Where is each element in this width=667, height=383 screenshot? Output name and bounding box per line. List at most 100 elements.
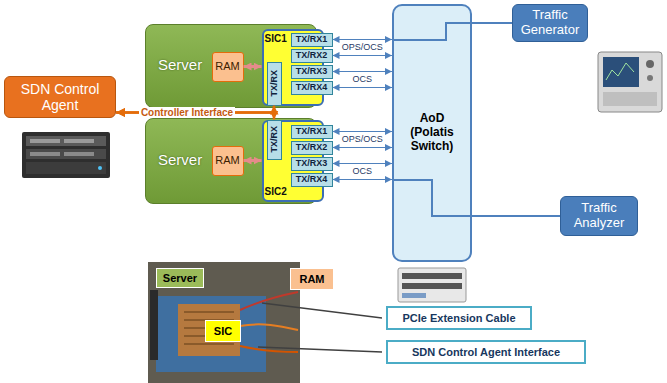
- link-label: OCS: [350, 167, 374, 177]
- node-text: SIC: [214, 325, 232, 338]
- port-box: TX/RX3: [291, 65, 333, 79]
- link-label: Controller Interface: [139, 107, 235, 118]
- node-text: Traffic Generator: [516, 8, 584, 38]
- copper-card: [178, 304, 240, 356]
- node-text: Server: [158, 151, 202, 168]
- instrument-photo: [598, 52, 662, 112]
- drive-slot: [30, 139, 60, 143]
- server-box: ServerRAMSIC2TX/RXTX/RX1TX/RX2TX/RX3TX/R…: [145, 118, 317, 204]
- link-label: OPS/OCS: [340, 43, 385, 53]
- photo-tag: SIC: [205, 320, 241, 342]
- instrument-knob: [647, 75, 653, 81]
- extension-cable: [240, 324, 298, 330]
- node-text: TX/RX1: [296, 34, 328, 44]
- switch-path: [392, 180, 472, 216]
- node-text: SDN Control Agent: [8, 81, 112, 113]
- control-port: TX/RX: [267, 120, 282, 160]
- port-row: [402, 273, 462, 279]
- node-text: PCIe Extension Cable: [402, 312, 515, 325]
- photo-tag: Server: [156, 268, 204, 288]
- node-text: Traffic Analyzer: [564, 201, 634, 231]
- server-bay: [26, 162, 106, 174]
- node-text: TX/RX: [269, 126, 279, 153]
- drive-slot: [64, 152, 94, 156]
- node-text: Server: [163, 272, 197, 285]
- blue-board: [156, 296, 266, 372]
- node-text: TX/RX2: [296, 142, 328, 152]
- link-arrow: [472, 22, 512, 24]
- link-arrow: [333, 179, 393, 180]
- node-text: TX/RX4: [296, 82, 328, 92]
- link-label: OCS: [350, 75, 374, 85]
- node-text: TX/RX2: [296, 50, 328, 60]
- node-text: SIC1: [265, 33, 287, 45]
- node-text: TX/RX: [269, 70, 279, 97]
- server-box: ServerRAMSIC1TX/RX1TX/RX2TX/RX3TX/RX4TX/…: [145, 24, 317, 108]
- edge-group: [116, 23, 560, 216]
- node-text: RAM: [215, 60, 239, 73]
- ram-box: RAM: [212, 146, 244, 176]
- port-box: TX/RX3: [291, 157, 333, 171]
- switch-box: AoD (Polatis Switch): [392, 4, 472, 262]
- node-text: SIC2: [265, 186, 287, 198]
- port-box: TX/RX1: [291, 125, 333, 139]
- link-arrow: [333, 147, 393, 148]
- link-label: OPS/OCS: [340, 135, 385, 145]
- link-arrow: [244, 159, 262, 162]
- control-port: TX/RX: [267, 62, 282, 106]
- callout-box: PCIe Extension Cable: [386, 306, 532, 330]
- node-text: AoD (Polatis Switch): [401, 112, 463, 153]
- chassis-edge: [150, 290, 158, 360]
- port-box: TX/RX2: [291, 141, 333, 155]
- photo-tag: RAM: [290, 268, 334, 290]
- power-led: [98, 166, 102, 170]
- node-text: TX/RX3: [296, 66, 328, 76]
- ram-box: RAM: [212, 52, 244, 82]
- switch-path: [392, 23, 472, 40]
- instrument-screen: [603, 57, 639, 87]
- node-text: RAM: [299, 273, 324, 286]
- node-text: SDN Control Agent Interface: [412, 346, 560, 359]
- link-arrow: [333, 87, 393, 88]
- server-bay: [26, 136, 106, 146]
- sic-card: SIC1TX/RX1TX/RX2TX/RX3TX/RX4TX/RX: [262, 29, 324, 106]
- port-box: TX/RX1: [291, 33, 333, 47]
- node-text: RAM: [215, 154, 239, 167]
- link-arrow: [244, 65, 262, 68]
- link-arrow: [472, 215, 560, 217]
- server-interior-photo: [148, 262, 300, 383]
- node-text: TX/RX3: [296, 158, 328, 168]
- server-chassis: [22, 132, 110, 178]
- server-photo: [22, 132, 110, 178]
- photo-ground: [148, 262, 300, 383]
- port-box: TX/RX4: [291, 173, 333, 187]
- link-arrow: [333, 131, 393, 132]
- link-arrow: [333, 71, 393, 72]
- callout-box: SDN Control Agent Interface: [386, 340, 586, 364]
- link-arrow: [333, 55, 393, 56]
- node-text: TX/RX4: [296, 174, 328, 184]
- instrument-keys: [603, 92, 657, 106]
- switch-panel: [402, 293, 426, 298]
- instrument-case: [598, 52, 662, 112]
- generator-box: Traffic Generator: [512, 4, 588, 42]
- leader-line: [262, 303, 382, 318]
- drive-slot: [30, 152, 60, 156]
- switch-chassis: [398, 268, 466, 302]
- server-bay: [26, 149, 106, 159]
- port-row: [402, 283, 462, 289]
- leader-line: [258, 347, 382, 352]
- sic-card: SIC2TX/RXTX/RX1TX/RX2TX/RX3TX/RX4: [262, 120, 324, 202]
- link-arrow: [333, 163, 393, 164]
- link-arrow: [333, 39, 393, 40]
- drive-slot: [64, 139, 94, 143]
- screen-trace: [606, 63, 634, 80]
- node-text: TX/RX1: [296, 126, 328, 136]
- analyzer-box: Traffic Analyzer: [560, 196, 638, 236]
- switch-photo: [398, 268, 466, 302]
- port-box: TX/RX4: [291, 81, 333, 95]
